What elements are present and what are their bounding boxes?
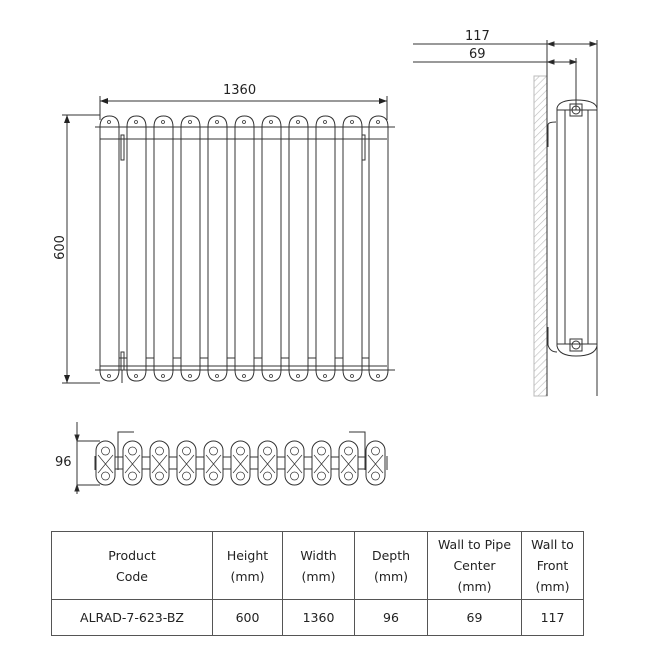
cell-product-code: ALRAD-7-623-BZ <box>51 599 213 636</box>
width-dimension-label: 1360 <box>223 83 257 98</box>
column-connectors <box>118 126 370 371</box>
side-bracket-bottom <box>547 327 558 353</box>
table-row: ALRAD-7-623-BZ 600 1360 96 69 117 <box>51 599 584 636</box>
wall-bracket-top-right <box>361 134 366 161</box>
wall-to-pipe-dimension-label: 69 <box>469 47 486 62</box>
wall-hatch <box>533 75 548 397</box>
radiator-side-profile <box>556 99 598 357</box>
cell-width: 1360 <box>282 599 355 636</box>
depth-dimension-label: 96 <box>55 455 72 470</box>
pipe-top <box>569 103 583 117</box>
header-height: Height (mm) <box>212 531 283 600</box>
header-depth: Depth (mm) <box>354 531 428 600</box>
header-product-code: Product Code <box>51 531 213 600</box>
top-view-connectors <box>114 456 367 470</box>
height-dimension-label: 600 <box>52 235 68 260</box>
cell-height: 600 <box>212 599 283 636</box>
side-view <box>413 40 598 397</box>
header-wall-to-pipe-center: Wall to Pipe Center (mm) <box>427 531 522 600</box>
header-width: Width (mm) <box>282 531 355 600</box>
top-view-columns <box>95 440 386 486</box>
top-bracket-right <box>349 431 366 470</box>
top-bracket-left <box>117 431 134 470</box>
drawing-svg <box>62 40 598 494</box>
wall-to-front-dimension-label: 117 <box>465 29 490 44</box>
wall-bracket-top-left <box>120 134 125 161</box>
spec-table-header-row: Product Code Height (mm) Width (mm) Dept… <box>51 531 584 600</box>
header-wall-to-front: Wall to Front (mm) <box>521 531 584 600</box>
cell-depth: 96 <box>354 599 428 636</box>
front-view <box>62 96 395 384</box>
cell-wall-to-pipe-center: 69 <box>427 599 522 636</box>
side-bracket-top <box>547 121 557 147</box>
pipe-bottom <box>569 338 583 352</box>
top-view <box>74 422 388 494</box>
technical-drawing: 1360 600 117 69 96 <box>52 29 598 494</box>
radiator-columns <box>99 115 389 382</box>
wall-bracket-bottom-left <box>120 351 125 371</box>
spec-table: Product Code Height (mm) Width (mm) Dept… <box>51 531 584 636</box>
cell-wall-to-front: 117 <box>521 599 584 636</box>
